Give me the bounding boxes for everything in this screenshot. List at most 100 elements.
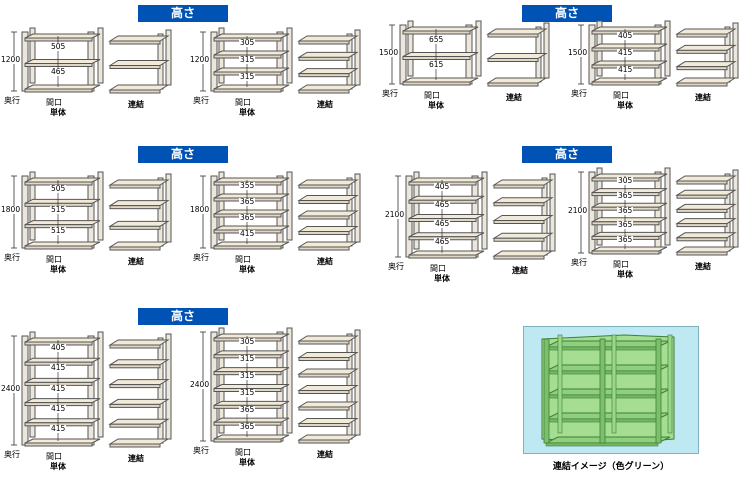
shelf-board (24, 337, 101, 343)
linked-image (523, 326, 699, 454)
single-caption: 単体 (50, 462, 66, 471)
shelf-board (24, 84, 101, 90)
shelf-gap-label: 615 (428, 60, 445, 69)
shelf-gap-label: 305 (239, 38, 256, 47)
shelf-gap-label: 465 (50, 67, 67, 76)
width-label: 間口 (613, 91, 629, 100)
shelf-gap-label: 365 (239, 213, 256, 222)
shelf-drawing (200, 171, 361, 251)
single-caption: 単体 (428, 101, 444, 110)
depth-label: 奥行 (193, 446, 209, 455)
depth-label: 奥行 (571, 258, 587, 267)
height-label: 1500 (567, 48, 589, 57)
width-label: 間口 (46, 255, 62, 264)
linked-caption: 連結 (695, 93, 711, 102)
shelf-board (24, 398, 101, 404)
shelf-gap-label: 505 (50, 184, 67, 193)
shelf-board (24, 438, 101, 444)
shelf-drawing (200, 27, 361, 94)
green-post (599, 338, 606, 444)
shelf-unit: 1200 305 315 315 奥行 間口単体 連結 (189, 26, 379, 142)
height-label: 1200 (0, 55, 22, 64)
height-label: 2100 (567, 206, 589, 215)
shelf-gap-label: 515 (50, 205, 67, 214)
shelf-board (213, 241, 290, 247)
shelf-board (408, 250, 485, 256)
single-caption: 単体 (239, 108, 255, 117)
shelf-board (24, 59, 101, 64)
green-shelf-board (545, 412, 671, 420)
depth-label: 奥行 (193, 253, 209, 262)
shelf-gap-label: 305 (239, 337, 256, 346)
height-label: 2400 (189, 380, 211, 389)
shelf-board (24, 241, 101, 247)
shelf-board (24, 418, 101, 424)
width-label: 間口 (235, 98, 251, 107)
height-label: 1200 (189, 55, 211, 64)
single-caption: 単体 (617, 101, 633, 110)
shelf-drawing (578, 167, 739, 256)
green-shelf-board (545, 436, 671, 444)
shelf-gap-label: 365 (239, 405, 256, 414)
shelf-gap-label: 415 (239, 229, 256, 238)
shelf-gap-label: 405 (434, 182, 451, 191)
shelf-board (24, 198, 101, 204)
single-caption: 単体 (50, 108, 66, 117)
shelf-gap-label: 315 (239, 354, 256, 363)
shelf-gap-label: 315 (239, 371, 256, 380)
shelf-gap-label: 515 (50, 226, 67, 235)
shelf-drawing (11, 331, 172, 448)
height-label: 2100 (384, 210, 406, 219)
shelf-gap-label: 365 (617, 235, 634, 244)
linked-caption: 連結 (128, 257, 144, 266)
shelf-gap-label: 315 (239, 55, 256, 64)
depth-label: 奥行 (388, 262, 404, 271)
green-post (655, 338, 662, 444)
linked-caption: 連結 (317, 257, 333, 266)
shelf-board (24, 33, 101, 39)
linked-image-caption: 連結イメージ（色グリーン） (552, 462, 670, 472)
shelf-gap-label: 415 (50, 404, 67, 413)
shelf-board (24, 357, 101, 363)
linked-caption: 連結 (317, 100, 333, 109)
shelf-gap-label: 305 (617, 176, 634, 185)
shelf-gap-label: 415 (617, 48, 634, 57)
shelf-gap-label: 505 (50, 42, 67, 51)
shelf-drawing (389, 20, 550, 87)
depth-label: 奥行 (193, 96, 209, 105)
shelf-gap-label: 465 (434, 200, 451, 209)
header-1800: 高さ1800mm (138, 146, 228, 178)
shelf-gap-label: 315 (239, 388, 256, 397)
height-label: 2400 (0, 384, 22, 393)
depth-label: 奥行 (571, 89, 587, 98)
depth-label: 奥行 (4, 450, 20, 459)
shelf-board (213, 84, 290, 90)
green-shelf-board (545, 340, 671, 348)
header-1200: 高さ1200mm (138, 5, 228, 37)
shelf-board (408, 214, 485, 219)
shelf-board (591, 246, 668, 252)
width-label: 間口 (430, 264, 446, 273)
depth-label: 奥行 (382, 89, 398, 98)
linked-caption: 連結 (317, 450, 333, 459)
header-1500: 高さ1500mm (522, 5, 612, 37)
shelf-gap-label: 465 (434, 219, 451, 228)
depth-label: 奥行 (4, 96, 20, 105)
shelf-drawing (578, 20, 739, 87)
shelf-gap-label: 465 (434, 237, 451, 246)
green-shelf-board (545, 364, 671, 372)
shelf-board (591, 77, 668, 83)
linked-caption: 連結 (506, 93, 522, 102)
green-shelf-illustration (541, 334, 675, 447)
shelf-gap-label: 415 (50, 384, 67, 393)
single-caption: 単体 (239, 458, 255, 467)
linked-caption: 連結 (512, 266, 528, 275)
depth-label: 奥行 (4, 253, 20, 262)
shelf-gap-label: 365 (617, 191, 634, 200)
shelf-gap-label: 315 (239, 72, 256, 81)
